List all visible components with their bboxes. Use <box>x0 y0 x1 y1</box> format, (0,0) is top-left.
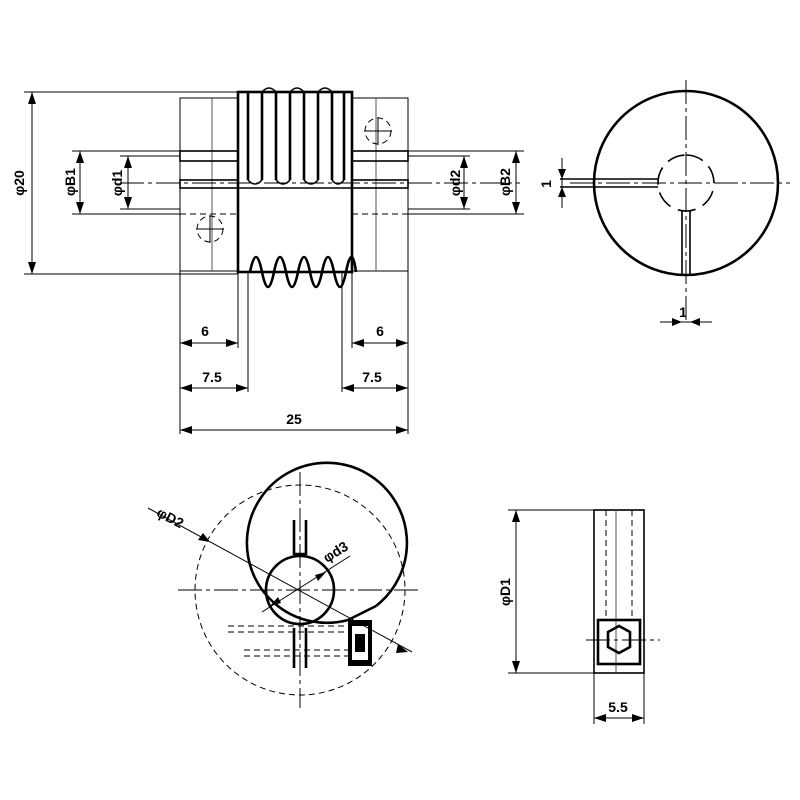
dim-bore-b1: φB1 <box>62 168 78 196</box>
dim-slit-vertical: 1 <box>538 180 554 188</box>
side-view: φD1 5.5 <box>497 509 660 724</box>
right-hub <box>351 97 409 272</box>
bellows-body <box>236 90 354 274</box>
dim-hub-right-a: 6 <box>376 323 384 339</box>
dim-slit-horizontal: 1 <box>679 304 687 320</box>
left-hub <box>179 97 239 272</box>
dim-hub-left-a: 6 <box>201 323 209 339</box>
front-view <box>120 87 520 289</box>
dim-bore-d1: φd1 <box>109 170 125 197</box>
side-view-body <box>593 509 645 674</box>
hub-face-profile <box>245 461 409 625</box>
hub-face-view: φD2 φd3 <box>147 461 420 708</box>
dim-d3-bore: φd3 <box>320 538 351 566</box>
front-view-dimensions: φ20 φB1 φd1 φd2 φB2 <box>11 91 524 434</box>
end-view: 1 1 <box>538 80 790 326</box>
dim-d2-circle: φD2 <box>154 504 186 531</box>
dim-hub-left-b: 7.5 <box>202 369 222 385</box>
dim-bore-d2: φd2 <box>447 170 463 197</box>
dim-hub-right-b: 7.5 <box>362 369 382 385</box>
dim-outer-diameter: φ20 <box>11 170 27 196</box>
dim-bore-b2: φB2 <box>497 168 513 196</box>
dim-screw-offset: 5.5 <box>608 699 628 715</box>
dim-total-length: 25 <box>286 411 302 427</box>
hex-socket-icon <box>606 624 632 655</box>
dim-d1-side: φD1 <box>497 578 513 606</box>
